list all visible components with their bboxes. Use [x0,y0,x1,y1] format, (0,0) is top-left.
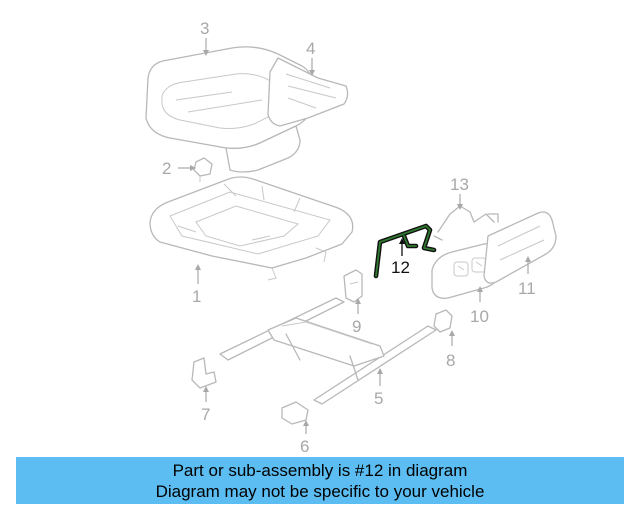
callout-6: 6 [300,420,309,455]
callout-11-label: 11 [518,279,536,298]
side-trim-part[interactable] [483,211,557,284]
callout-13-label: 13 [450,175,469,194]
callout-9: 9 [352,298,361,336]
callout-7-label: 7 [201,405,210,424]
clip-part[interactable] [193,157,213,182]
banner-line-disclaimer: Diagram may not be specific to your vehi… [155,481,485,501]
callout-3-label: 3 [200,19,209,38]
callout-10: 10 [470,286,489,326]
banner-line-part-number: Part or sub-assembly is #12 in diagram [172,460,468,480]
callout-4: 4 [306,39,315,76]
callout-2-label: 2 [162,159,171,178]
info-banner: Part or sub-assembly is #12 in diagram D… [16,457,624,504]
callout-9-label: 9 [352,317,361,336]
callout-12: 12 [391,238,410,277]
bracket-part[interactable] [343,269,363,303]
callout-2: 2 [162,159,196,178]
callout-3: 3 [200,19,209,56]
seat-frame-part[interactable] [149,176,354,281]
callout-8-label: 8 [446,351,455,370]
callout-5-label: 5 [374,389,383,408]
callout-1: 1 [192,264,201,306]
callout-5: 5 [374,368,383,408]
callout-13: 13 [450,175,469,210]
callout-10-label: 10 [470,307,489,326]
seat-track-part[interactable] [219,297,437,405]
track-end-part[interactable] [281,401,309,425]
parts-diagram: 1 2 3 4 5 6 7 8 9 10 [145,19,557,455]
callout-8: 8 [446,330,455,370]
callout-7: 7 [201,386,210,424]
callout-6-label: 6 [300,437,309,455]
callout-1-label: 1 [192,287,201,306]
cushion-cover-part[interactable] [225,57,349,173]
harness-part[interactable] [433,205,499,241]
bracket-left-part[interactable] [191,357,217,389]
callout-11: 11 [518,256,536,298]
callout-12-label: 12 [391,258,410,277]
wire-part-12[interactable] [373,223,437,279]
bracket-right-part[interactable] [433,309,453,333]
callout-4-label: 4 [306,39,315,58]
